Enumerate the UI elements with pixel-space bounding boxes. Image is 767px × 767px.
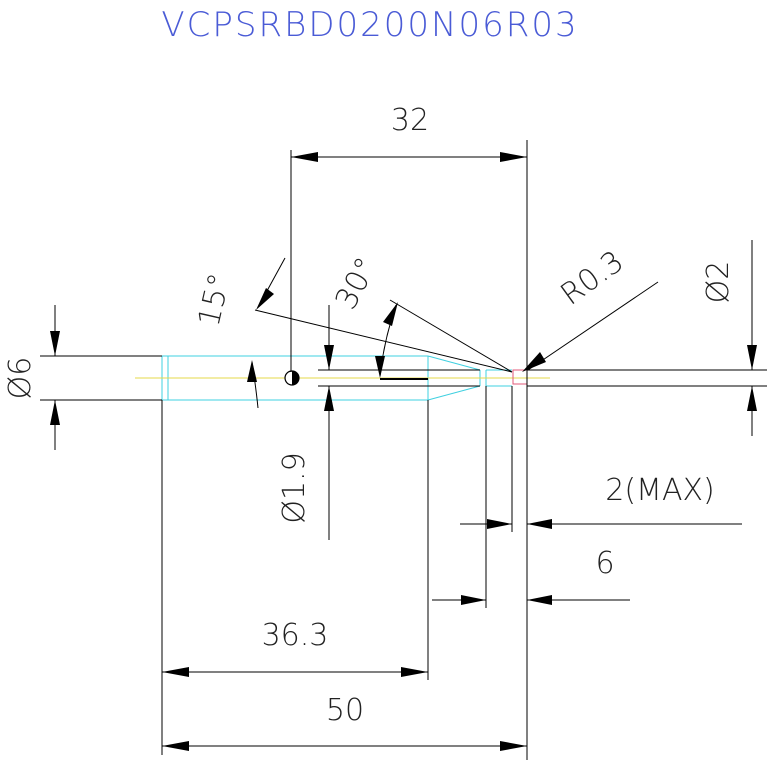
reference-point-marker: [284, 370, 300, 386]
dim-dia-2: Ø2: [527, 240, 767, 436]
dim-2-max-label: 2(MAX): [605, 473, 714, 508]
dim-angle-30-label: 30°: [329, 252, 385, 315]
dim-angle-15-label: 15°: [192, 270, 238, 330]
dim-50-label: 50: [326, 693, 364, 728]
tool-tip: [512, 369, 528, 385]
dim-6-label: 6: [595, 546, 614, 581]
inner-profile-lines: [318, 369, 480, 387]
dim-6: 6: [432, 386, 630, 608]
dim-36-3: 36.3: [161, 400, 429, 755]
part-number-title: VCPSRBD0200N06R03: [161, 5, 578, 45]
dim-dia-1-9-label: Ø1.9: [277, 452, 312, 523]
dim-32: 32: [290, 103, 528, 372]
dim-50: 50: [162, 693, 527, 751]
dim-radius-0-3-label: R0.3: [554, 244, 630, 313]
dim-dia-6-label: Ø6: [3, 357, 38, 400]
dim-dia-6: Ø6: [3, 305, 162, 450]
dim-32-label: 32: [391, 103, 429, 138]
dim-angle-30: 30°: [329, 252, 513, 378]
dim-radius-0-3: R0.3: [522, 244, 659, 372]
dim-36-3-label: 36.3: [262, 618, 329, 653]
dim-dia-1-9: Ø1.9: [277, 305, 334, 540]
dim-dia-2-label: Ø2: [701, 261, 736, 304]
dim-2-max: 2(MAX): [460, 386, 742, 532]
